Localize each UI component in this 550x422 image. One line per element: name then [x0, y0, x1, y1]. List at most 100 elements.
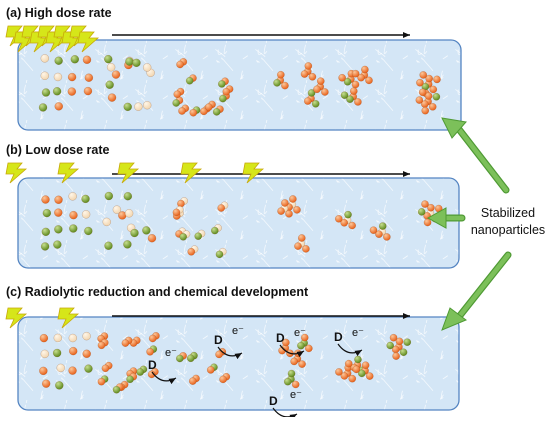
panel-2-stage-1-cluster-7-atom — [148, 334, 157, 343]
panel-2-stage-0-cluster-12 — [42, 379, 51, 388]
panel-0-stage-2-cluster-4-atom — [173, 90, 182, 99]
panel-0-stage-4-cluster-0-atom — [354, 98, 362, 106]
electron-label-4: e⁻ — [290, 389, 302, 401]
panel-1-stage-1-cluster-7 — [124, 209, 134, 218]
panel-0-stage-3-cluster-1-atom — [273, 79, 281, 87]
panel-1-stage-4-cluster-0-atom — [340, 219, 348, 227]
panel-1-stage-1-cluster-0 — [147, 234, 157, 243]
panel-0-stage-1-cluster-13 — [105, 80, 114, 89]
callout-arrow-b-head — [426, 207, 447, 229]
panel-0-stage-3-cluster-3-atom — [321, 88, 329, 96]
panel-1-stage-0-cluster-2 — [68, 192, 77, 201]
panel-2-stage-4-cluster-0-atom — [335, 368, 343, 376]
panel-1-stage-3-cluster-2-atom — [281, 199, 289, 207]
panel-2-stage-1-cluster-5-atom — [97, 377, 106, 386]
panel-0-stage-0-cluster-10 — [67, 87, 77, 96]
panel-0-stage-0-cluster-5 — [53, 72, 63, 82]
panel-1-stage-2-cluster-4-atom — [211, 226, 219, 235]
panel-1-stage-5-cluster-0-atom — [423, 218, 432, 227]
panel-2-stage-0-cluster-9 — [56, 363, 65, 373]
donor-label-1: D — [214, 333, 223, 347]
panel-0-stage-3-cluster-0-atom — [311, 100, 320, 108]
panel-0-stage-5-cluster-0-atom — [425, 74, 433, 83]
donor-arrow-1 — [217, 346, 243, 360]
panel-0-stage-4-cluster-0-atom — [350, 87, 358, 95]
panel-1-stage-0-cluster-9 — [54, 225, 63, 234]
panel-0-stage-5-cluster-0-atom — [433, 75, 441, 84]
panel-1-stage-4-cluster-1-atom — [378, 222, 387, 230]
panel-0-stage-3-cluster-0-atom — [304, 97, 312, 105]
donor-label-0: D — [148, 358, 157, 372]
panel-1-stage-0-cluster-11 — [84, 226, 93, 236]
panel-1-stage-2-cluster-1-atom — [194, 232, 202, 240]
panel-1-stage-1-cluster-1 — [123, 240, 132, 249]
panel-0-stage-5-cluster-0-atom — [419, 71, 427, 79]
panel-1-stage-3-cluster-1-atom — [294, 242, 302, 250]
panel-2-stage-4-cluster-2-atom — [352, 365, 361, 374]
panel-1-stage-4-cluster-1-atom — [375, 230, 383, 238]
panel-0-stage-0-cluster-9 — [52, 87, 62, 96]
panel-1-stage-0-cluster-7 — [81, 210, 91, 219]
panel-2-stage-2-cluster-0-atom — [215, 350, 223, 359]
callout-arrow-c-head — [441, 307, 467, 331]
panel-0-stage-4-cluster-2-atom — [361, 65, 369, 74]
panel-0-stage-1-cluster-0 — [123, 102, 132, 111]
panel-1-stage-5-cluster-0-atom — [421, 200, 429, 208]
panel-2-stage-5-cluster-0-atom — [392, 352, 400, 360]
panel-2-stage-1-cluster-11-atom — [112, 385, 121, 394]
panel-1-stage-0-cluster-5 — [54, 208, 63, 217]
panel-0-stage-3-cluster-3-atom — [313, 85, 321, 94]
panel-2-stage-5-cluster-0-atom — [403, 338, 412, 346]
panel-1-stage-1-cluster-3 — [112, 205, 122, 214]
panel-2-stage-1-cluster-10-atom — [126, 375, 134, 384]
panel-1-stage-0-cluster-10 — [69, 224, 78, 233]
panel-0-stage-2-cluster-1-atom — [189, 108, 198, 117]
panel-0-stage-4-cluster-1-atom — [351, 80, 360, 89]
panel-2-stage-5-cluster-0-atom — [389, 333, 398, 342]
panel-0-stage-4-cluster-0-atom — [340, 91, 349, 99]
panel-0-stage-4-cluster-0-atom — [346, 95, 354, 103]
panel-1-stage-3-cluster-0-atom — [289, 195, 297, 203]
electron-label-3: e⁻ — [352, 327, 364, 339]
panel-2-stage-2-cluster-3-atom — [176, 354, 184, 363]
panel-1-stage-2-cluster-8-atom — [179, 233, 187, 241]
panel-2-stage-0-cluster-5 — [52, 348, 62, 358]
panel-0-stage-0-cluster-3 — [82, 55, 92, 64]
panel-2-stage-0-cluster-10 — [68, 366, 77, 375]
panel-1-stage-2-cluster-2-atom — [217, 204, 225, 212]
panel-2-stage-0-cluster-1 — [53, 333, 62, 343]
panel-1-stage-4-cluster-1-atom — [383, 233, 391, 241]
panel-1-stage-0-cluster-0 — [41, 195, 50, 204]
panel-0-stage-1-cluster-11 — [106, 63, 116, 72]
panel-2-stage-0-cluster-6 — [69, 346, 78, 356]
donor-arrow-2 — [279, 344, 305, 358]
panel-2-stage-0-cluster-4 — [40, 349, 49, 359]
panel-0-stage-0-cluster-13 — [54, 102, 63, 111]
panel-1-stage-4-cluster-1-atom — [369, 226, 378, 234]
panel-0-stage-5-cluster-1-atom — [428, 103, 437, 111]
panel-b-title: (b) Low dose rate — [6, 143, 110, 157]
panel-0-stage-0-cluster-8 — [41, 88, 51, 97]
panel-1-stage-3-cluster-0-atom — [293, 206, 301, 214]
panel-0-stage-2-cluster-8-atom — [218, 80, 226, 88]
panel-0-stage-1-cluster-4 — [134, 102, 143, 111]
callout-arrow-a-head — [441, 117, 467, 139]
panel-0-stage-1-cluster-7 — [143, 101, 152, 110]
panel-0-stage-3-cluster-2-atom — [304, 62, 313, 70]
panel-2-stage-4-cluster-1-atom — [344, 359, 353, 368]
panel-2-stage-2-cluster-1-atom — [189, 377, 197, 385]
panel-2-stage-0-cluster-7 — [82, 349, 91, 358]
panel-2-stage-4-cluster-1-atom — [354, 355, 362, 364]
stabilized-nanoparticles-label: Stabilized nanoparticles — [468, 205, 548, 239]
panel-0-stage-0-cluster-11 — [83, 86, 93, 96]
panel-0-stage-0-cluster-1 — [54, 56, 63, 65]
panel-1-radiation-bolt-3 — [180, 162, 203, 184]
panel-2-stage-1-cluster-2-atom — [147, 370, 156, 379]
donor-arrow-3 — [337, 343, 363, 357]
callout-arrow-c-shaft — [455, 252, 511, 321]
panel-1-stage-1-cluster-10 — [104, 191, 113, 201]
panel-2-stage-0-cluster-11 — [84, 364, 93, 373]
panel-0-stage-2-cluster-10-atom — [205, 103, 213, 111]
panel-0-stage-5-cluster-0-atom — [429, 85, 438, 94]
